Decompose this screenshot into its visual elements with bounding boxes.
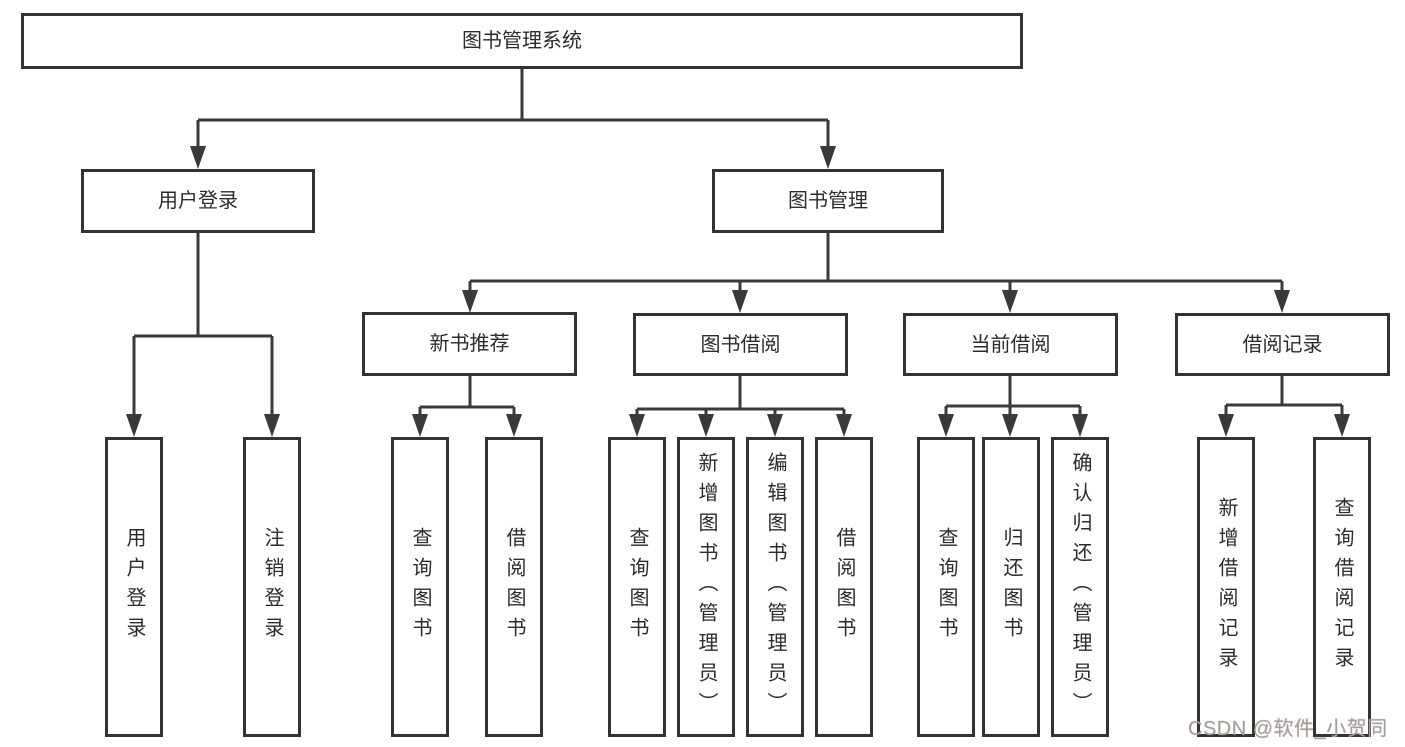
edge-book-mgmt-children	[468, 233, 1284, 294]
node-book-borrowing: 图书借阅	[633, 313, 848, 376]
leaf-add-borrow-record: 新增借阅记录	[1197, 437, 1255, 737]
arrowhead	[767, 414, 783, 437]
arrowhead	[820, 146, 836, 169]
arrowhead	[1002, 414, 1018, 437]
arrowhead	[1274, 290, 1290, 313]
edge-new-book-children	[418, 375, 516, 416]
arrowhead	[1218, 414, 1234, 437]
leaf-borrow-books-2: 借阅图书	[815, 437, 873, 737]
arrowhead	[506, 414, 522, 437]
arrowhead	[836, 414, 852, 437]
csdn-watermark: CSDN @软件_小贺同学	[1188, 718, 1388, 740]
leaf-logout: 注销登录	[243, 437, 301, 737]
arrowhead	[462, 290, 478, 313]
arrowhead	[1072, 414, 1088, 437]
arrowhead	[629, 414, 645, 437]
arrowhead	[938, 414, 954, 437]
arrowhead	[190, 146, 206, 169]
leaf-confirm-return-admin: 确认归还（管理员）	[1051, 437, 1109, 737]
node-new-book-recommend: 新书推荐	[362, 312, 577, 376]
arrowhead	[698, 414, 714, 437]
edge-current-borrow-children	[944, 375, 1082, 416]
edge-book-borrow-children	[635, 375, 846, 416]
node-root-library-system: 图书管理系统	[21, 13, 1023, 69]
leaf-edit-books-admin: 编辑图书（管理员）	[746, 437, 804, 737]
edge-user-login-children	[132, 233, 274, 416]
arrowhead	[1334, 414, 1350, 437]
node-user-login: 用户登录	[81, 169, 315, 233]
node-current-borrowing: 当前借阅	[903, 313, 1118, 376]
arrowhead	[264, 414, 280, 437]
leaf-return-books: 归还图书	[982, 437, 1040, 737]
leaf-query-books-1: 查询图书	[391, 437, 449, 737]
leaf-query-borrow-record: 查询借阅记录	[1313, 437, 1371, 737]
leaf-add-books-admin: 新增图书（管理员）	[677, 437, 735, 737]
arrowhead	[412, 414, 428, 437]
arrowhead	[732, 290, 748, 313]
arrowhead	[126, 414, 142, 437]
leaf-user-login: 用户登录	[105, 437, 163, 737]
edge-root-to-level2	[196, 68, 830, 148]
leaf-borrow-books-1: 借阅图书	[485, 437, 543, 737]
leaf-query-books-3: 查询图书	[917, 437, 975, 737]
edge-borrow-records-children	[1224, 375, 1344, 416]
node-book-management: 图书管理	[712, 169, 944, 233]
leaf-query-books-2: 查询图书	[608, 437, 666, 737]
node-borrow-records: 借阅记录	[1175, 313, 1390, 376]
arrowhead	[1002, 290, 1018, 313]
